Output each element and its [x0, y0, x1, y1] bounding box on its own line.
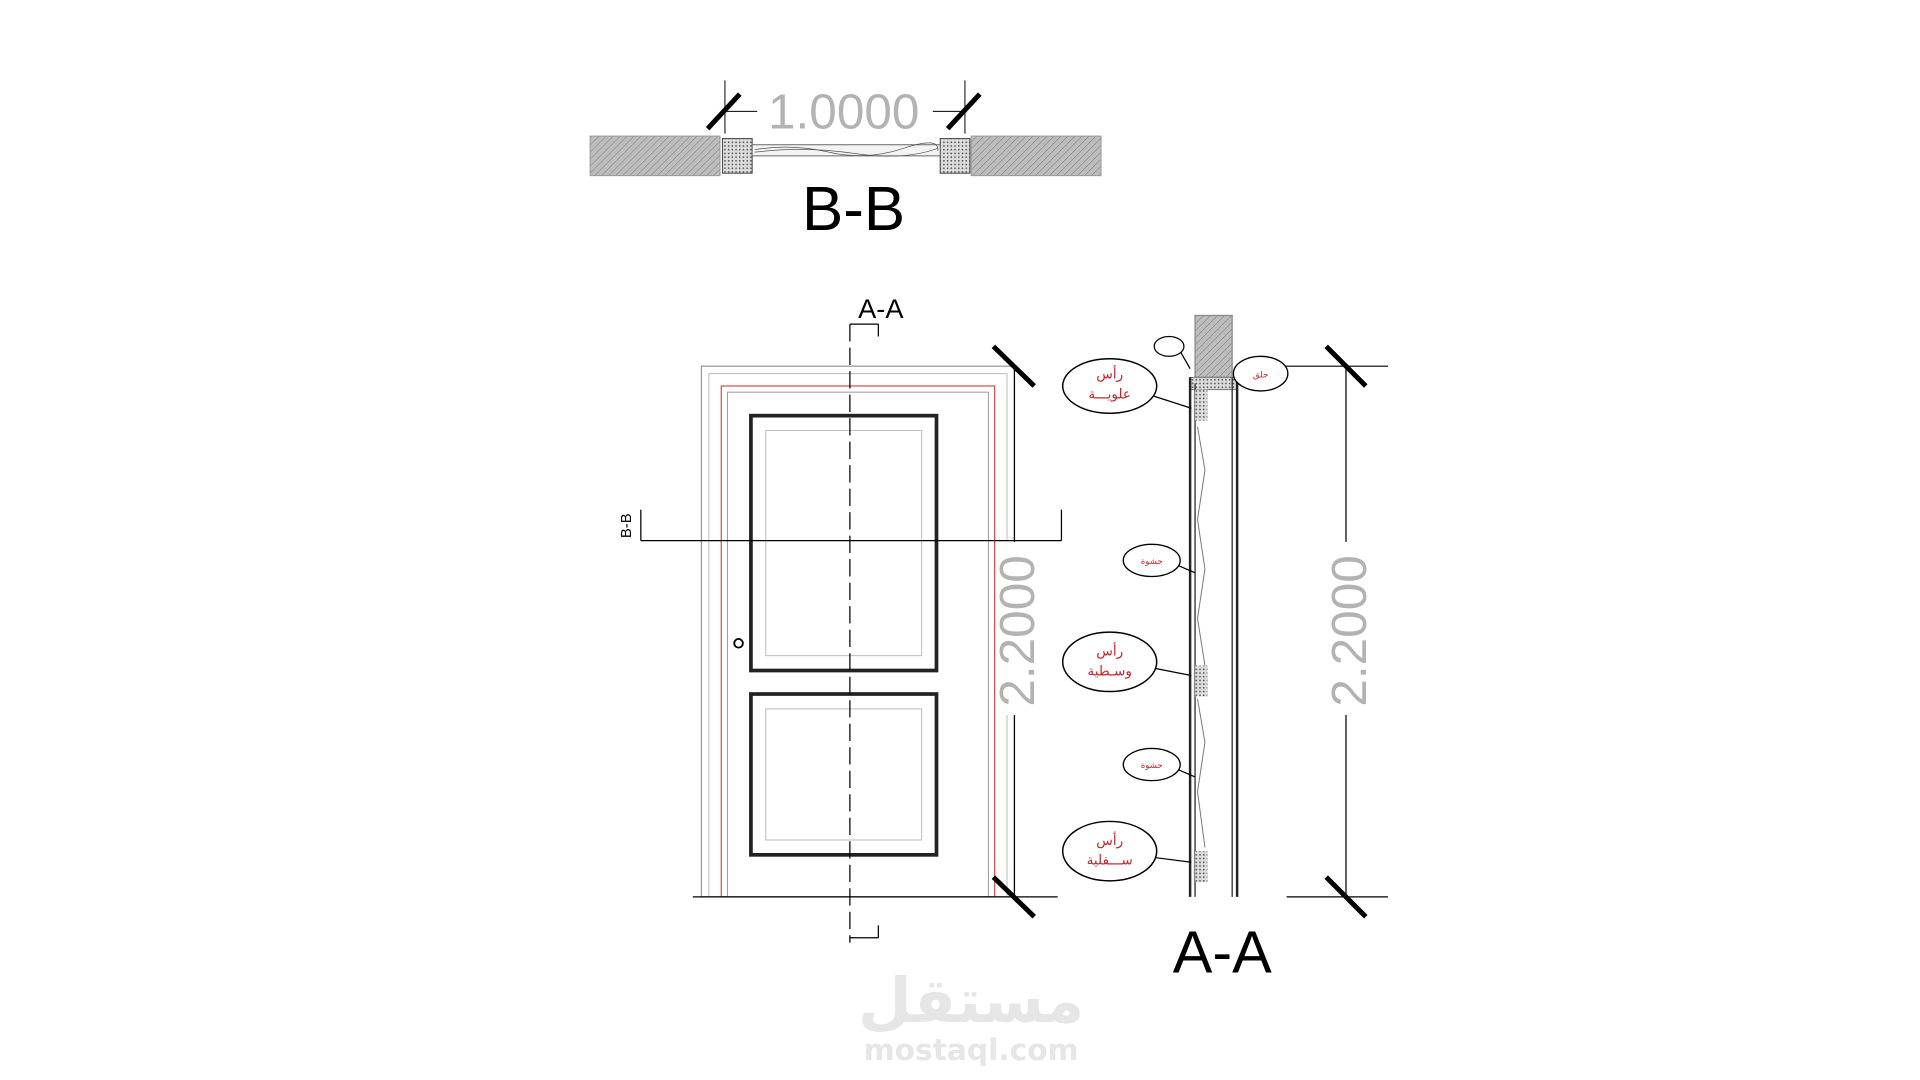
callout-cloud [1122, 543, 1181, 578]
dimension-text-gap [1328, 541, 1366, 716]
upper-panel-inner [765, 430, 923, 657]
callout-leader [1152, 395, 1192, 409]
dimension-tick [991, 344, 1036, 388]
top-rail [1195, 389, 1208, 421]
door-leaf [751, 144, 941, 157]
callout-cloud [1061, 358, 1158, 414]
callout-infill-1: حشوة [1122, 543, 1196, 578]
wall-above [1194, 314, 1233, 378]
callout-small [1153, 335, 1191, 369]
door-leaf-outline [726, 391, 989, 898]
callout-text: رأس [1096, 831, 1123, 849]
callout-top-rail: رأس علويـــة [1061, 358, 1192, 414]
lower-panel-inner [765, 708, 923, 841]
side-section-a-a: 2.2000 A-A رأس علويـــة حشوة رأس وسـطية … [1061, 314, 1389, 985]
outer-frame [700, 365, 1016, 898]
callout-cloud [1232, 355, 1289, 392]
plan-section-b-b: 1.0000 B-B [589, 80, 1102, 244]
dimension-tick [945, 92, 982, 131]
callout-leader [1177, 768, 1196, 778]
lower-panel [749, 692, 939, 857]
callout-text: علويـــة [1088, 386, 1131, 402]
infill-lower [1197, 698, 1206, 848]
callout-leader [1177, 564, 1196, 574]
door-elevation: A-A B-B 2.2000 [619, 293, 1063, 943]
dimension-tick [1324, 875, 1368, 919]
infill-upper [1197, 426, 1206, 666]
watermark-latin: mostaql.com [864, 1033, 1079, 1068]
section-cut-label: B-B [619, 513, 635, 538]
callout-text: ســـفلية [1087, 853, 1133, 869]
callout-text: وسـطية [1087, 663, 1131, 679]
callout-cloud [1061, 820, 1158, 882]
callout-cloud [1153, 335, 1185, 357]
callout-text: حشوة [1141, 557, 1163, 567]
callout-text: رأس [1096, 642, 1123, 660]
bottom-rail [1195, 851, 1208, 883]
plan-width-dimension: 1.0000 [768, 85, 919, 140]
right-jamb [939, 138, 971, 174]
callout-bottom-rail: رأس ســـفلية [1061, 820, 1192, 882]
section-height-dimension: 2.2000 [1322, 555, 1377, 706]
callout-leader [1179, 351, 1191, 369]
left-wall [589, 135, 721, 177]
leaf-infill-line [754, 148, 938, 157]
dimension-tick [991, 875, 1036, 919]
door-knob [733, 638, 744, 649]
callout-cloud [1122, 747, 1181, 782]
callout-leader [1152, 856, 1192, 863]
callout-text: رأس [1096, 365, 1123, 383]
centerline-label: A-A [858, 293, 904, 324]
watermark-arabic: مستقل [858, 965, 1084, 1037]
plan-section-title: B-B [802, 175, 905, 244]
dimension-tick [705, 92, 742, 131]
callout-frame: حلق [1232, 355, 1289, 392]
upper-panel [749, 413, 939, 673]
callout-infill-2: حشوة [1122, 747, 1196, 782]
left-jamb [721, 138, 753, 174]
callout-text: حشوة [1141, 761, 1163, 771]
callout-text: حلق [1253, 370, 1268, 380]
callout-leader [1152, 667, 1192, 677]
middle-rail [1195, 665, 1208, 697]
head-frame [1189, 376, 1238, 391]
right-wall [970, 135, 1102, 177]
callout-middle-rail: رأس وسـطية [1061, 631, 1192, 693]
frame-red-line [720, 385, 996, 898]
section-title: A-A [1173, 918, 1272, 985]
watermark: مستقل mostaql.com [858, 965, 1084, 1068]
frame-line [708, 373, 1008, 898]
leaf-infill-line [754, 142, 939, 157]
callout-cloud [1061, 631, 1158, 693]
dimension-text-gap [997, 541, 1035, 716]
elevation-height-dimension: 2.2000 [990, 555, 1045, 706]
dimension-tick [1324, 344, 1368, 388]
